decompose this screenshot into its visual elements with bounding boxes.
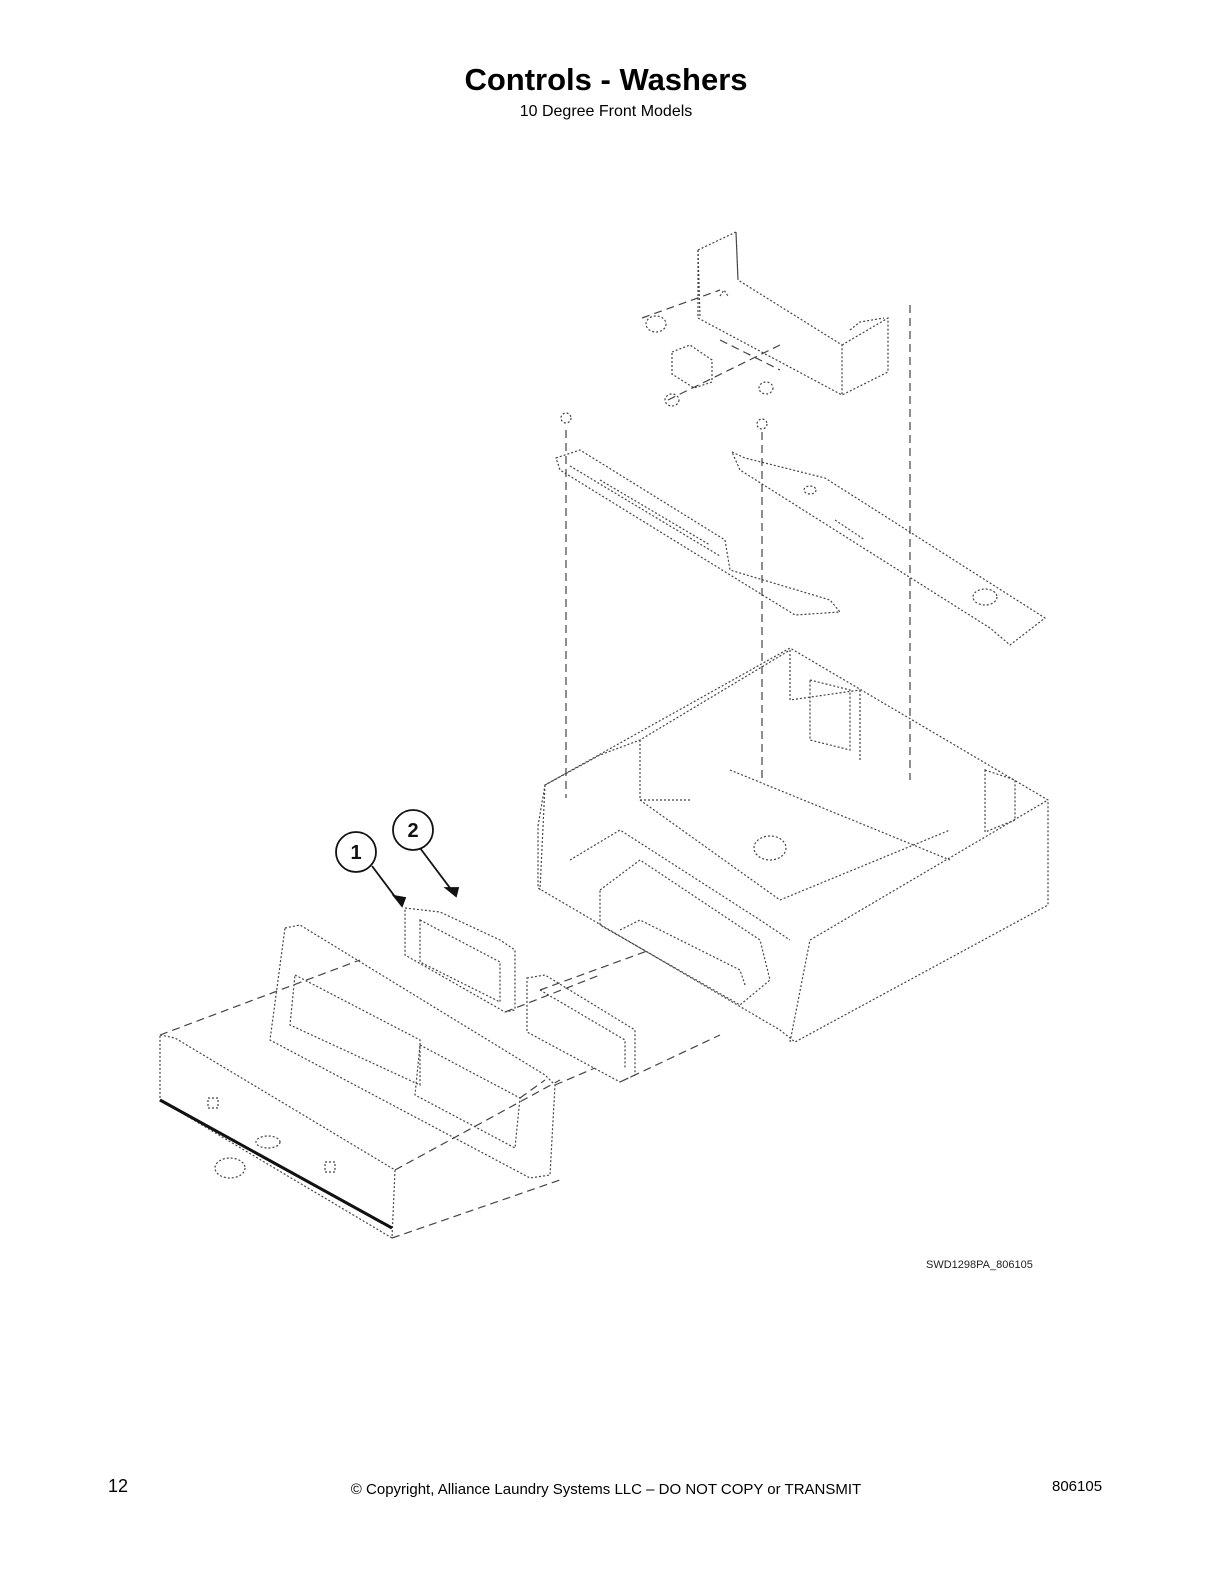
page-subtitle: 10 Degree Front Models [519, 103, 693, 120]
page-number: 12 [108, 1476, 129, 1496]
callout-2-label: 2 [407, 820, 418, 842]
callout-2 [392, 809, 460, 898]
trim-line [159, 1098, 393, 1230]
right-rail [730, 450, 1047, 646]
console-front-panel [269, 924, 556, 1179]
keypad-overlay [526, 974, 636, 1083]
callout-1 [335, 831, 407, 908]
control-board [404, 907, 516, 1013]
top-bracket [697, 231, 889, 397]
alignment-lines [159, 289, 911, 1239]
document-number: 806105 [1052, 1478, 1103, 1495]
bottom-trim [159, 1034, 396, 1240]
copyright-notice: © Copyright, Alliance Laundry Systems LL… [350, 1481, 862, 1498]
left-rail [555, 449, 842, 616]
small-brackets [560, 288, 774, 430]
callout-1-label: 1 [350, 842, 361, 864]
console-housing [537, 647, 1049, 1043]
page-title: Controls - Washers [464, 62, 748, 97]
figure-code: SWD1298PA_806105 [926, 1259, 1033, 1271]
